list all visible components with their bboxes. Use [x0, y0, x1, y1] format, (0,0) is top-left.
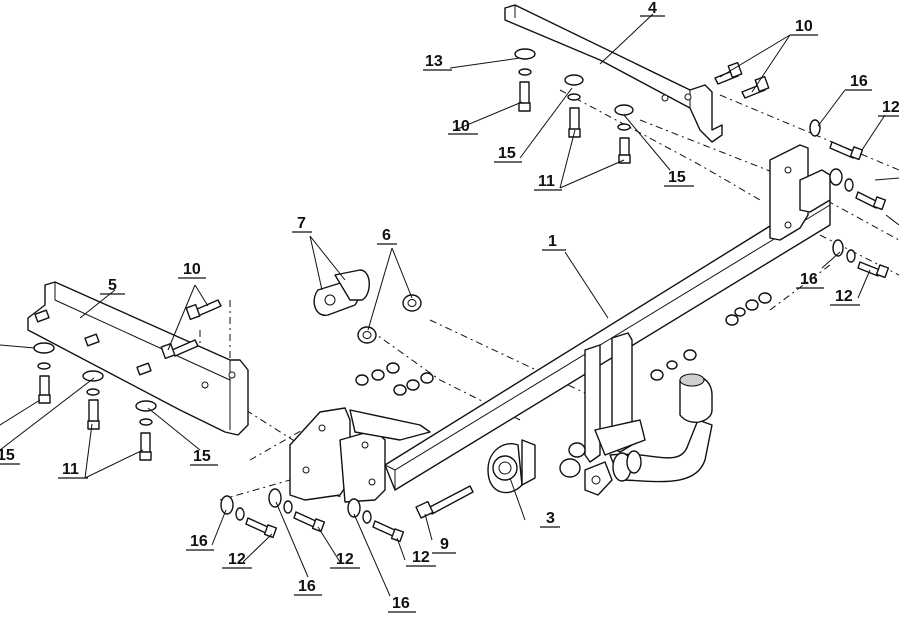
callout-15: 15 [0, 447, 15, 464]
bracket-part-4 [504, 4, 723, 143]
callout-10: 10 [183, 261, 201, 278]
callout-16: 16 [392, 595, 410, 612]
callout-16: 16 [298, 578, 316, 595]
callout-1: 1 [548, 233, 557, 250]
callout-5: 5 [108, 277, 117, 294]
callout-9: 9 [440, 536, 449, 553]
callout-12: 12 [882, 99, 899, 116]
callout-15: 15 [193, 448, 211, 465]
socket-plate-part-3 [487, 439, 536, 494]
callout-7: 7 [297, 215, 306, 232]
leader-lines [0, 13, 899, 597]
callout-6: 6 [382, 227, 391, 244]
callout-10: 10 [452, 118, 470, 135]
callout-16: 16 [190, 533, 208, 550]
callout-12: 12 [336, 551, 354, 568]
fasteners [33, 48, 890, 543]
callout-3: 3 [546, 510, 555, 527]
callout-15: 15 [668, 169, 686, 186]
callout-16: 16 [850, 73, 868, 90]
callout-15: 15 [498, 145, 516, 162]
bracket-part-5 [27, 281, 249, 436]
callout-12: 12 [412, 549, 430, 566]
callout-10: 10 [795, 18, 813, 35]
callout-13: 13 [425, 53, 443, 70]
crossbar-part-1 [289, 144, 831, 503]
callout-4: 4 [648, 0, 657, 17]
callout-12: 12 [835, 288, 853, 305]
callout-16: 16 [800, 271, 818, 288]
callout-12: 12 [228, 551, 246, 568]
tow-ball-neck [584, 373, 713, 496]
spacers-part-6 [357, 294, 422, 344]
callout-11: 11 [538, 173, 555, 190]
callout-11: 11 [62, 461, 79, 478]
plates-part-7 [313, 269, 370, 316]
